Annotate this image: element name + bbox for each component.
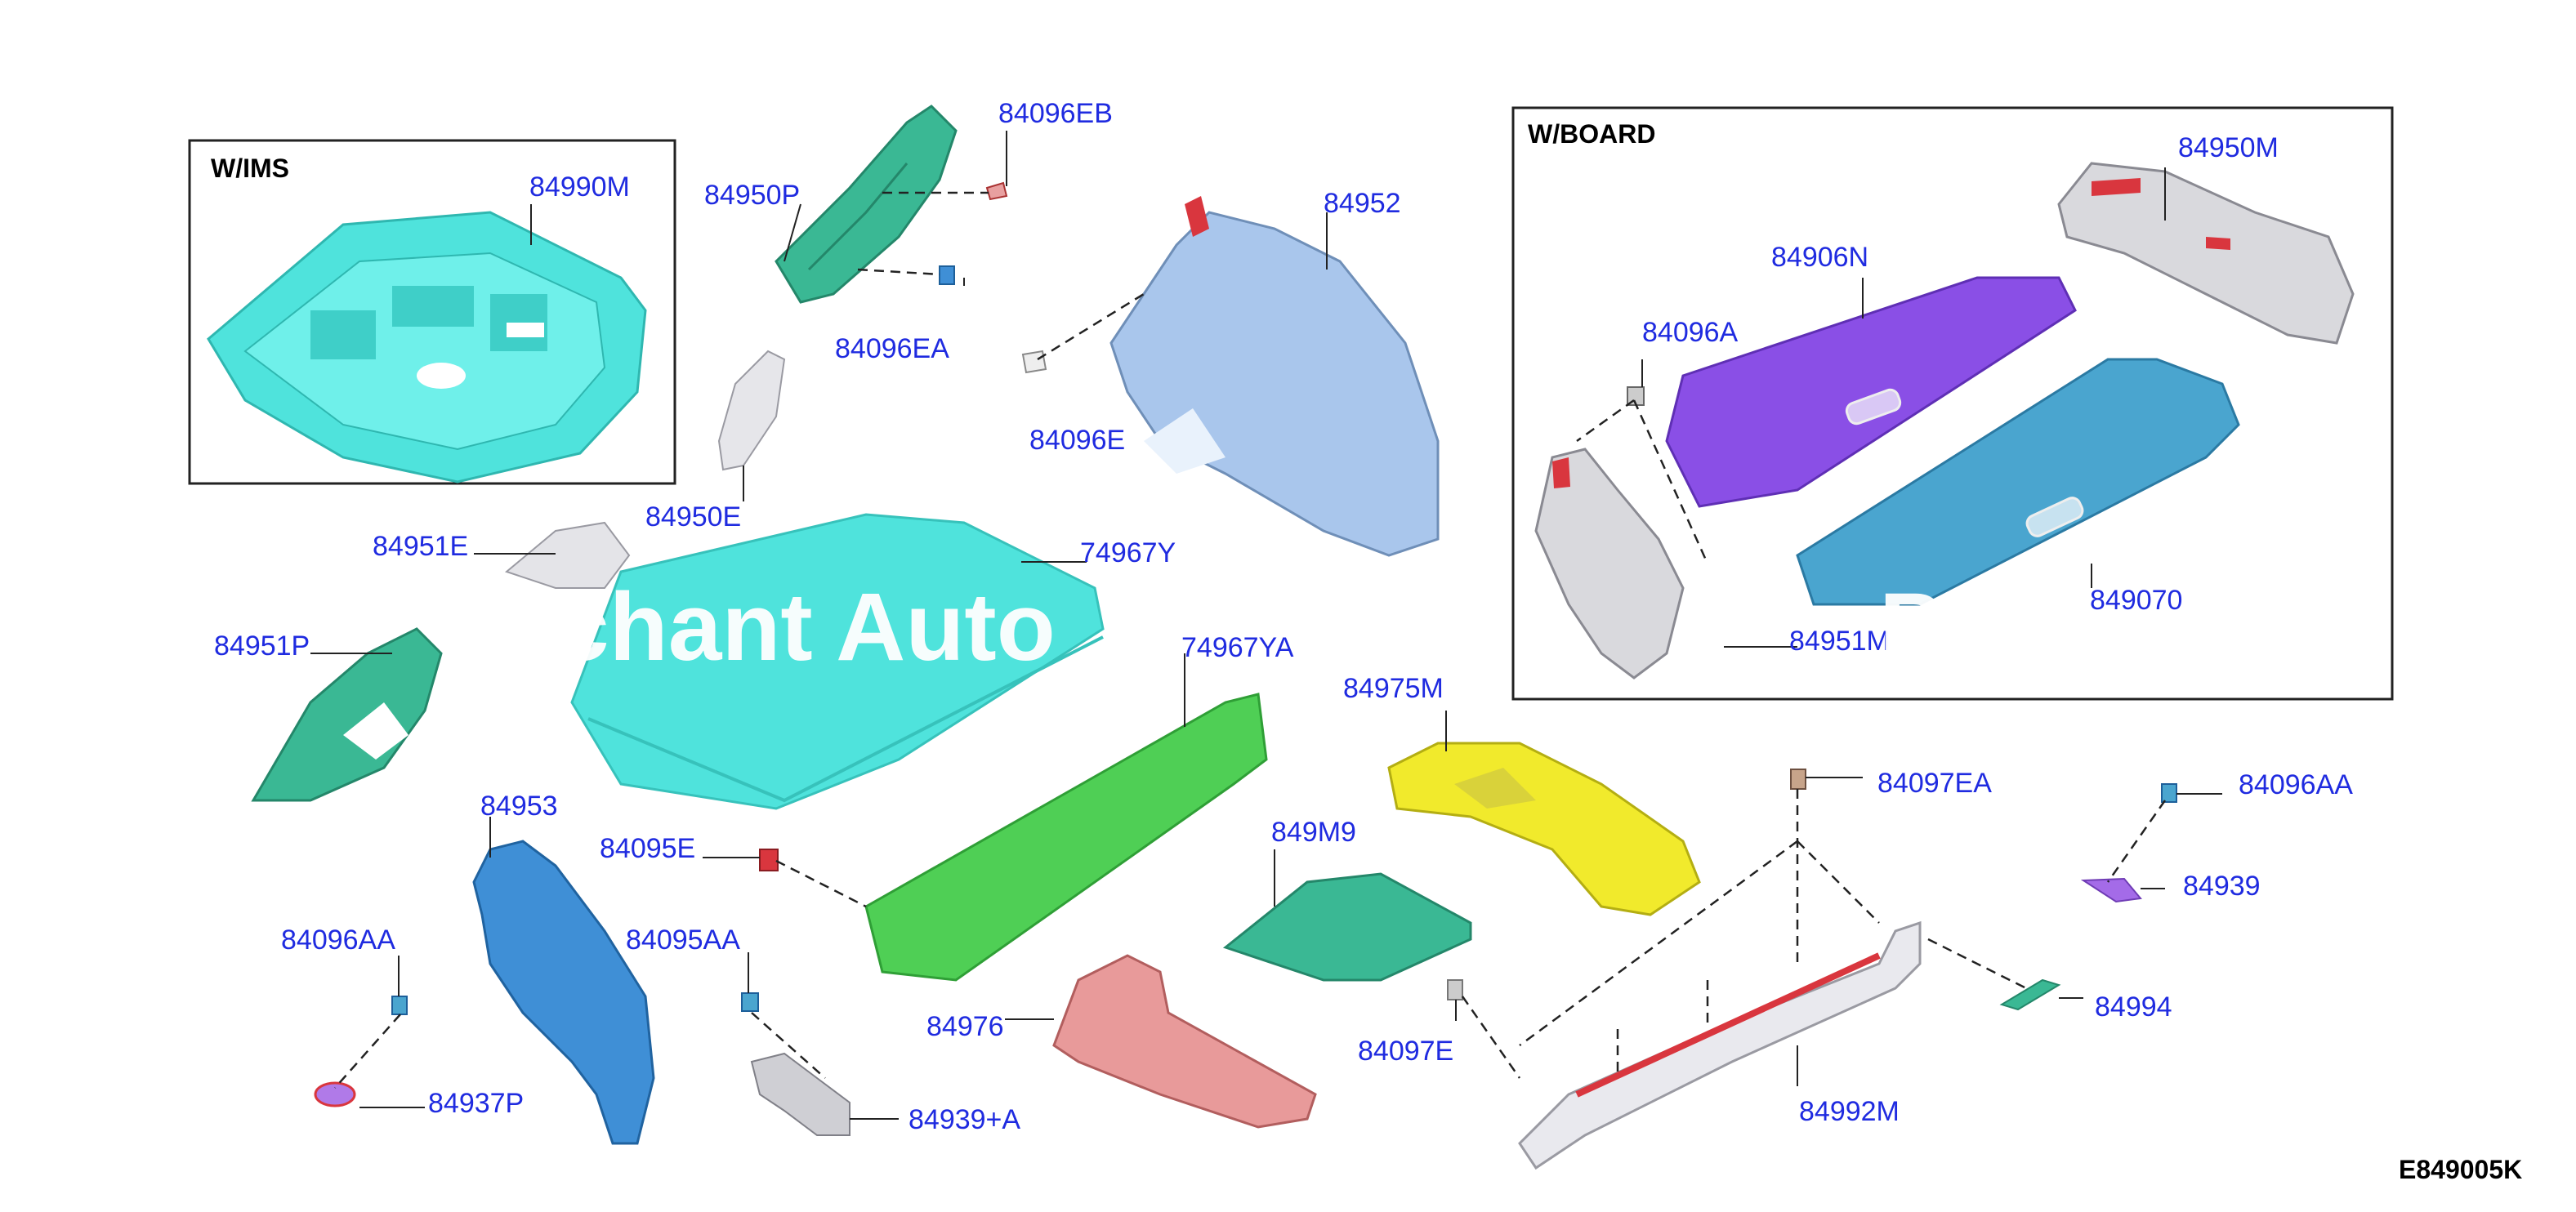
panel-849m9-part [1222,872,1472,982]
diagram-code: E849005K [2399,1155,2523,1184]
part-label-84950e: 84950E [645,501,742,532]
side-trim-lower-part [251,627,443,802]
part-label-84096e: 84096E [1029,425,1126,456]
part-label-84939a: 84939+A [909,1104,1021,1135]
side-trim-84951m-part [1534,448,1685,680]
part-label-84951p: 84951P [214,631,310,662]
clip-84097ea-part [1790,769,1806,790]
clip-84096e-part [1021,350,1047,374]
part-label-84096aa-right: 84096AA [2239,769,2353,800]
part-label-84097e: 84097E [1358,1036,1454,1067]
part-label-84953: 84953 [480,791,558,822]
part-label-84937p: 84937P [428,1088,525,1119]
part-label-84095e: 84095E [600,833,696,864]
part-label-74967ya: 74967YA [1181,632,1294,663]
purple-piece-84939-part [2080,877,2142,903]
small-teal-piece-84994-part [1999,978,2061,1011]
part-label-84994: 84994 [2095,991,2172,1023]
small-trim-84950e-part [717,350,786,471]
leader-lines [310,131,2222,1120]
part-label-84095aa: 84095AA [626,925,740,956]
clip-84095aa-part [741,992,759,1012]
part-label-84096ea: 84096EA [835,333,949,364]
part-label-849m9: 849M9 [1271,817,1356,848]
w-board-group-box [1511,106,2394,701]
sill-trim-part [1518,920,1922,1170]
blue-side-trim-part [472,840,655,1145]
clip-84096ea-part [939,265,955,285]
floor-storage-tray-part [207,211,647,483]
part-label-84096a: 84096A [1642,317,1739,348]
part-label-849070: 849070 [2090,585,2183,616]
pink-bracket-part [1052,954,1317,1129]
small-bracket-84951e-part [504,521,631,589]
clip-84095e-part [759,849,779,871]
yellow-bracket-part [1387,742,1701,916]
part-label-84990m: 84990M [529,172,630,203]
purple-bezel-84937p-part [314,1081,356,1107]
part-label-84939: 84939 [2183,871,2261,902]
part-label-84976: 84976 [926,1011,1004,1042]
w-board-group-title: W/BOARD [1528,119,1656,149]
dashed-assembly-lines [334,191,2167,1089]
part-label-84096aa-left: 84096AA [281,925,395,956]
blue-board-849070-part [1796,358,2240,606]
side-bracket-upper-part [775,105,958,304]
part-label-84097ea: 84097EA [1877,768,1992,799]
w-ims-group-box [188,139,676,485]
wheelhouse-trim-part [1109,196,1440,557]
part-label-84951e: 84951E [373,531,469,562]
part-label-84992m: 84992M [1799,1096,1900,1127]
cargo-board-part [570,513,1105,810]
clip-84096eb-part [985,181,1008,201]
part-label-84950m: 84950M [2178,132,2279,163]
watermark-text-tail: PT [1879,573,2002,681]
part-label-74967y: 74967Y [1080,537,1176,568]
part-label-84950p: 84950P [704,180,801,211]
part-label-84906n: 84906N [1771,242,1869,273]
clip-84096aa-left-part [391,996,408,1015]
green-board-part [864,693,1268,982]
part-label-84952: 84952 [1324,188,1401,219]
purple-board-84906n-part [1665,276,2077,508]
side-trim-84950m-part [2057,162,2355,345]
part-label-84096eb: 84096EB [998,98,1113,129]
w-ims-group-title: W/IMS [211,154,289,183]
bracket-84939a-part [750,1052,850,1136]
clip-84096aa-right-part [2161,783,2177,803]
part-label-84975m: 84975M [1343,673,1444,704]
watermark-text: chant Auto [556,573,1056,681]
part-label-84951m: 84951M [1789,626,1890,657]
clip-84097e-part [1447,979,1463,1000]
